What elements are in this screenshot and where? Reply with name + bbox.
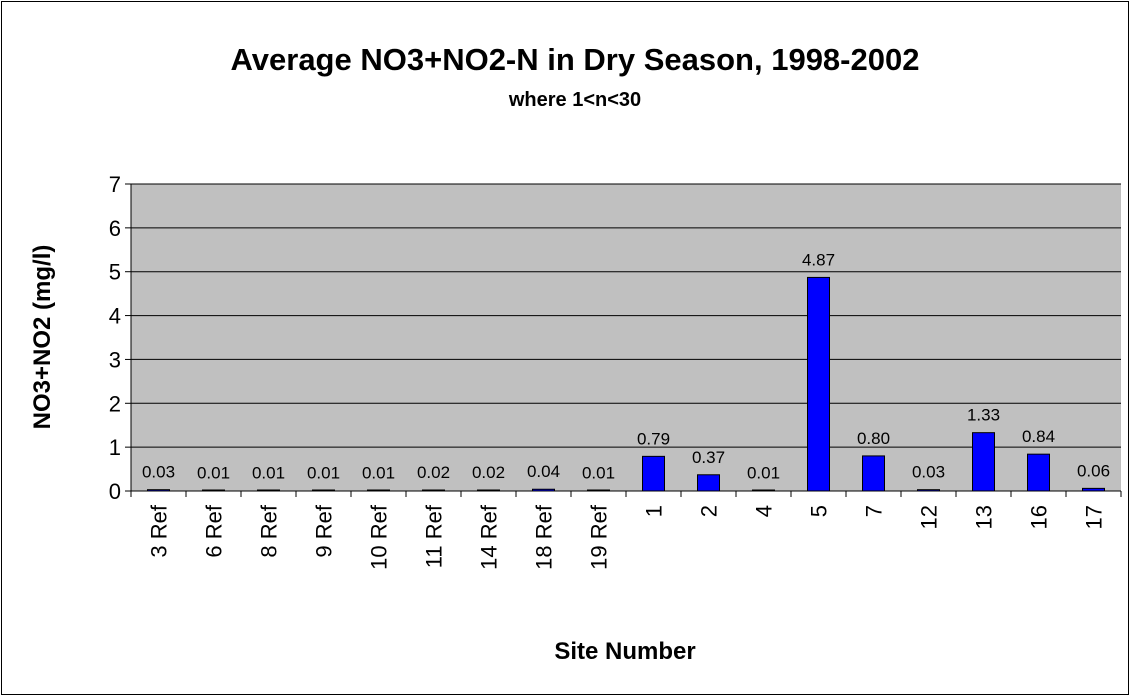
data-label: 0.03	[912, 463, 945, 482]
x-tick-label: 14 Ref	[477, 504, 502, 570]
data-label: 0.06	[1077, 461, 1110, 480]
data-label: 0.01	[747, 464, 780, 483]
x-tick-label: 7	[862, 505, 887, 517]
x-tick-label: 1	[642, 505, 667, 517]
data-label: 4.87	[802, 250, 835, 269]
x-axis-ticks: 3 Ref 6 Ref 8 Ref 9 Ref 10 Ref 11 Ref 14 Ref 18…	[130, 491, 1122, 570]
x-tick-label: 8 Ref	[257, 504, 282, 557]
data-label: 0.02	[417, 463, 450, 482]
x-axis-title: Site Number	[554, 638, 695, 665]
y-tick-label: 7	[109, 172, 121, 197]
gridlines	[131, 183, 1121, 448]
x-tick-label: 4	[752, 505, 777, 517]
chart-title: Average NO3+NO2-N in Dry Season, 1998-20…	[231, 42, 920, 77]
data-label: 0.84	[1022, 427, 1055, 446]
x-tick-label: 13	[972, 505, 997, 529]
x-tick-label: 6 Ref	[202, 504, 227, 557]
y-tick-label: 1	[109, 435, 121, 460]
x-tick-label: 18 Ref	[532, 504, 557, 570]
data-label: 0.01	[362, 464, 395, 483]
data-label: 0.80	[857, 429, 890, 448]
bar	[862, 455, 885, 492]
x-tick-label: 11 Ref	[422, 504, 447, 568]
x-tick-label: 9 Ref	[312, 504, 337, 557]
data-label: 0.02	[472, 463, 505, 482]
data-label: 0.01	[197, 464, 230, 483]
x-tick-label: 5	[807, 505, 832, 517]
data-label: 0.01	[252, 464, 285, 483]
chart-subtitle: where 1<n<30	[508, 89, 641, 111]
y-tick-label: 5	[109, 260, 121, 285]
data-label: 0.37	[692, 448, 725, 467]
x-tick-label: 3 Ref	[147, 504, 172, 557]
y-axis-title: NO3+NO2 (mg/l)	[29, 245, 56, 430]
data-label: 0.03	[142, 463, 175, 482]
data-label: 1.33	[967, 406, 1000, 425]
y-tick-label: 2	[109, 391, 121, 416]
y-tick-label: 6	[109, 216, 121, 241]
bar	[642, 455, 665, 492]
bar	[1027, 453, 1050, 492]
bar	[972, 432, 995, 492]
plot-area	[131, 184, 1121, 491]
x-tick-label: 16	[1027, 505, 1052, 529]
x-tick-label: 19 Ref	[587, 504, 612, 570]
data-labels: 0.03 0.01 0.01 0.01 0.01 0.02 0.02 0.04 0.01 0.79…	[142, 250, 1110, 482]
y-tick-label: 0	[109, 479, 121, 504]
y-tick-label: 4	[109, 304, 121, 329]
x-tick-label: 12	[917, 505, 942, 529]
bar	[697, 474, 720, 492]
bar	[807, 276, 830, 492]
y-tick-label: 3	[109, 347, 121, 372]
y-axis-ticks: 0 1 2 3 4 5 6 7	[109, 172, 131, 504]
x-tick-label: 10 Ref	[367, 504, 392, 570]
data-label: 0.04	[527, 462, 560, 481]
data-label: 0.01	[582, 464, 615, 483]
data-label: 0.01	[307, 464, 340, 483]
x-tick-label: 2	[697, 505, 722, 517]
x-tick-label: 17	[1082, 505, 1107, 529]
data-label: 0.79	[637, 429, 670, 448]
